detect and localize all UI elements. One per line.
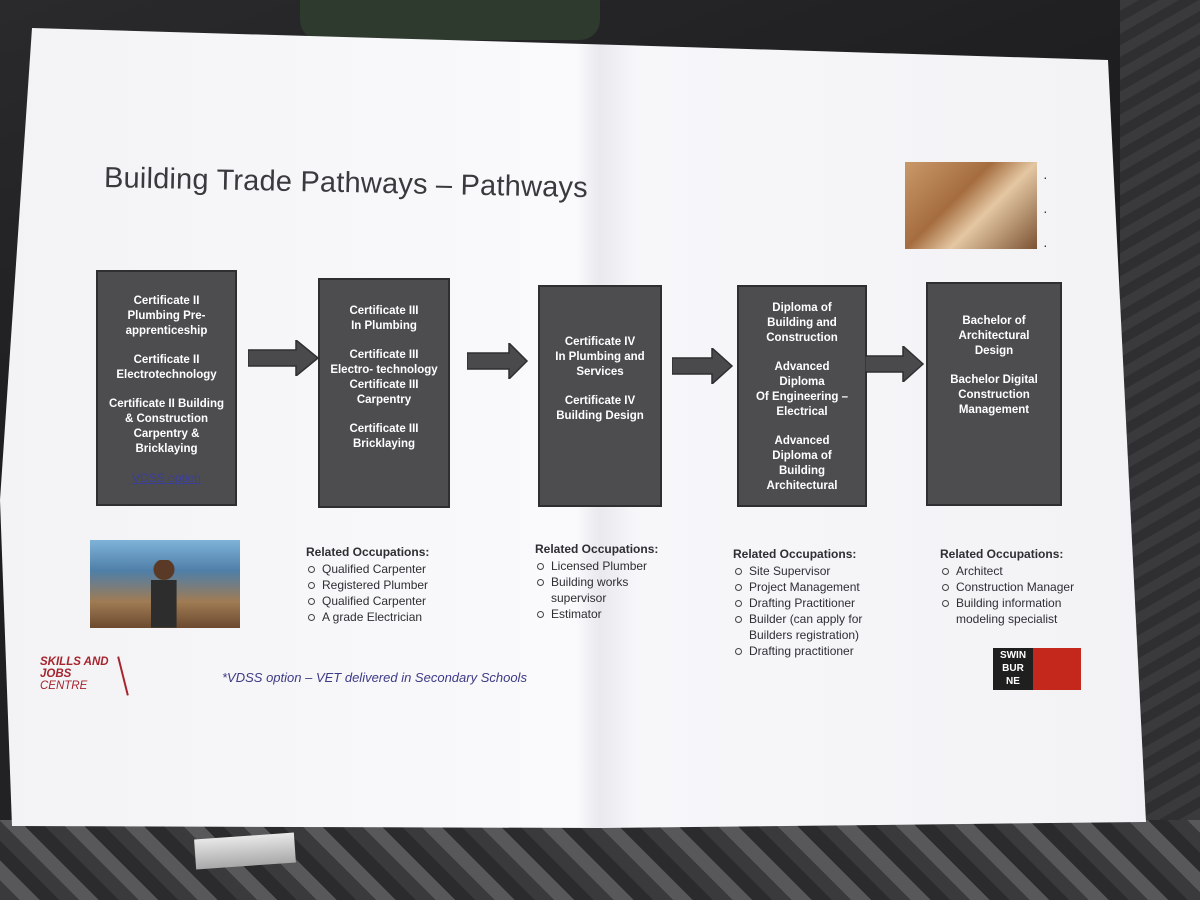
swinburne-line-1: SWIN [999,650,1027,661]
occupation-item: Construction Manager [940,579,1074,595]
qualification-line: Diploma of [772,302,832,314]
arrow-right-icon [467,343,529,379]
occupation-item: Site Supervisor [733,563,862,579]
occupation-item: Drafting Practitioner [733,595,862,611]
occupation-item: Building works [535,574,658,590]
arrow-right-icon [248,340,318,376]
qualification-line: Services [576,366,624,378]
qualification-line: Design [974,345,1014,357]
swinburne-wordmark: SWIN BUR NE [993,648,1033,690]
occupation-item: Architect [940,563,1074,579]
occupation-item: supervisor [551,591,607,605]
qualification-line: Certificate IV [564,336,636,348]
pathway-stage-1-box: Certificate II Plumbing Pre-apprenticeshi… [96,270,237,506]
qualification-line: Certificate III [349,349,419,361]
occupation-item: Drafting practitioner [733,643,862,659]
qualification-line: Architectural [766,480,838,492]
swinburne-logo: SWIN BUR NE [993,648,1081,690]
tradesperson-photo [90,540,240,628]
swinburne-line-3: NE [1006,676,1020,687]
arrow-right-icon [672,348,734,384]
vdss-footnote: *VDSS option – VET delivered in Secondar… [222,670,527,685]
occupations-heading: Related Occupations: [535,542,659,556]
logo-text-line-2: JOBS [40,668,72,680]
swinburne-red-panel [1033,648,1081,690]
qualification-line: Certificate II [133,354,200,366]
occupations-heading: Related Occupations: [733,547,857,561]
qualification-line: Bachelor of [962,315,1026,327]
woodwork-photo [905,162,1037,249]
occupation-item: Estimator [535,606,658,622]
occupation-item: Licensed Plumber [535,558,658,574]
qualification-line: Construction [766,332,838,344]
qualification-line: Certificate II Building [108,398,224,410]
qualification-line: Electro- technology [330,364,438,376]
qualification-line: Diploma [779,376,825,388]
qualification-line: Bricklaying [353,438,415,450]
qualification-line: Construction [958,389,1030,401]
qualification-line: Building Design [556,410,644,422]
qualification-line: & Construction [124,413,209,425]
occupation-item: A grade Electrician [306,609,429,625]
logo-text-line-1: SKILLS AND [40,656,109,668]
qualification-line: In Plumbing [351,320,417,332]
qualification-line: Diploma of [772,450,832,462]
qualification-line: Bachelor Digital [950,374,1038,386]
qualification-line: Certificate III [349,423,419,435]
qualification-line: apprenticeship [125,325,208,337]
qualification-line: Plumbing Pre- [127,310,206,322]
qualification-line: Advanced [774,435,830,447]
occupation-item: Builders registration) [749,628,860,642]
occupation-item: Qualified Carpenter [306,561,429,577]
qualification-line: Building and [767,317,837,329]
qualification-line: Building [779,465,825,477]
occupation-item: Project Management [733,579,862,595]
occupation-item: Building information [940,595,1074,611]
background-fabric-bottom [0,820,1200,900]
qualification-line: Electrotechnology [116,369,217,381]
occupation-item: Qualified Carpenter [306,593,429,609]
background-card [300,0,600,40]
qualification-line: Certificate III [349,379,419,391]
occupations-heading: Related Occupations: [940,547,1064,561]
qualification-line: Of Engineering – [755,391,848,403]
qualification-line: Management [958,404,1030,416]
person-figure [148,560,180,628]
qualification-line: Advanced [774,361,830,373]
qualification-line: Certificate III [349,305,419,317]
occupations-heading: Related Occupations: [306,545,430,559]
qualification-line: Architectural [958,330,1030,342]
skills-and-jobs-centre-logo: SKILLS AND JOBS CENTRE [40,656,129,696]
occupation-item: Builder (can apply for [733,611,862,627]
qualification-line: Carpentry & [133,428,200,440]
arrow-right-icon [865,346,925,382]
occupation-item: modeling specialist [956,612,1058,626]
vdss-option-link[interactable]: VDSS option [132,471,201,485]
swinburne-line-2: BUR [1002,663,1024,674]
occupation-item: Registered Plumber [306,577,429,593]
bullet-dot-column: ··· [1043,169,1048,253]
qualification-line: In Plumbing and [555,351,645,363]
qualification-line: Certificate IV [564,395,636,407]
qualification-line: Bricklaying [135,443,198,455]
logo-text-line-3: CENTRE [40,680,88,692]
qualification-line: Electrical [776,406,828,418]
qualification-line: Carpentry [356,394,412,406]
qualification-line: Certificate II [133,295,200,307]
